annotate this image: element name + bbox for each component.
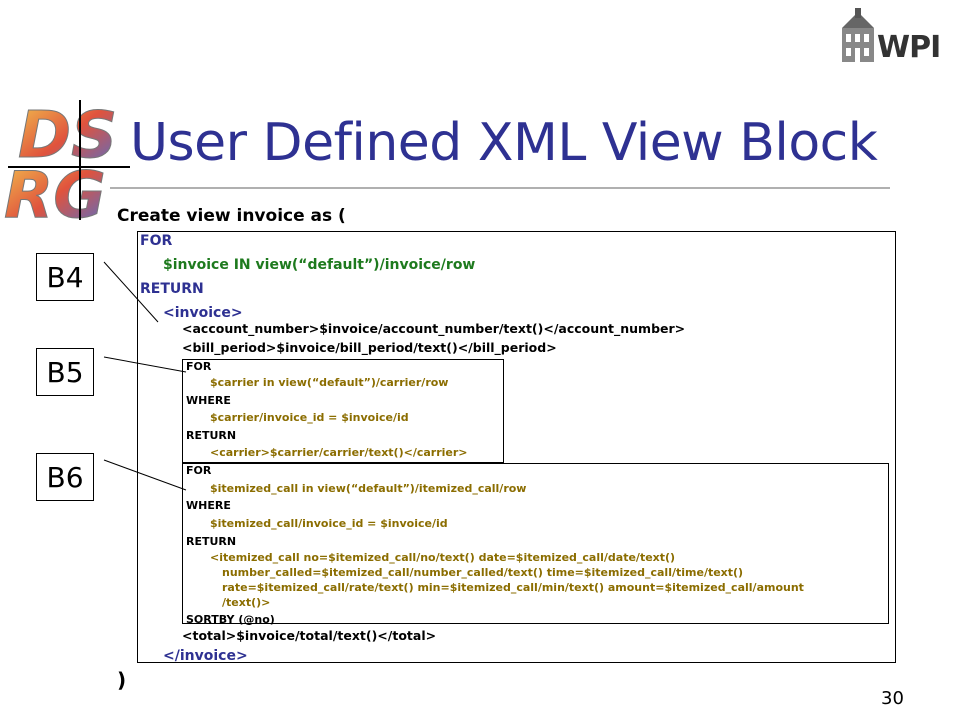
code-line: <invoice> [163,305,243,321]
wpi-logo-text: WPI [877,30,941,65]
code-line: RETURN [186,429,237,442]
dsrg-logo-icon: DS RG [4,99,130,225]
code-line: rate=$itemized_call/rate/text() min=$ite… [222,581,804,594]
code-line: WHERE [186,394,231,407]
code-line: FOR [140,233,173,249]
code-line: <itemized_call no=$itemized_call/no/text… [210,551,676,564]
page-number: 30 [881,688,904,709]
code-line: number_called=$itemized_call/number_call… [222,566,744,579]
code-line: FOR [186,360,212,373]
intro-line: Create view invoice as ( [117,206,346,226]
page-title: User Defined XML View Block [130,113,878,173]
code-line: $itemized_call/invoice_id = $invoice/id [210,517,448,530]
connector-b4 [103,261,159,323]
closing-paren: ) [117,668,127,692]
code-line: RETURN [186,535,237,548]
code-box [137,231,896,663]
svg-text:DS: DS [18,99,117,173]
code-line: $carrier in view(“default”)/carrier/row [210,376,449,389]
block-b5-box [182,359,504,463]
code-line: <carrier>$carrier/carrier/text()</carrie… [210,446,468,459]
connector-b5 [103,356,187,373]
code-line: <bill_period>$invoice/bill_period/text()… [182,340,557,355]
block-b6-box [182,463,889,624]
connector-b6 [103,459,187,491]
code-line: <total>$invoice/total/text()</total> [182,628,437,643]
code-line: $itemized_call in view(“default”)/itemiz… [210,482,527,495]
block-label-b5: B5 [36,348,94,396]
code-line: <account_number>$invoice/account_number/… [182,321,686,336]
title-divider [110,187,890,189]
block-label-b4: B4 [36,253,94,301]
code-line: $carrier/invoice_id = $invoice/id [210,411,409,424]
block-label-b6: B6 [36,453,94,501]
wpi-logo: WPI [836,8,946,66]
code-line: </invoice> [163,648,248,664]
code-line: RETURN [140,281,204,297]
code-line: /text()> [222,596,271,609]
code-line: SORTBY (@no) [186,613,275,626]
code-line: FOR [186,464,212,477]
code-line: $invoice IN view(“default”)/invoice/row [163,257,476,273]
building-icon [842,8,874,62]
svg-text:RG: RG [4,159,106,225]
code-line: WHERE [186,499,231,512]
